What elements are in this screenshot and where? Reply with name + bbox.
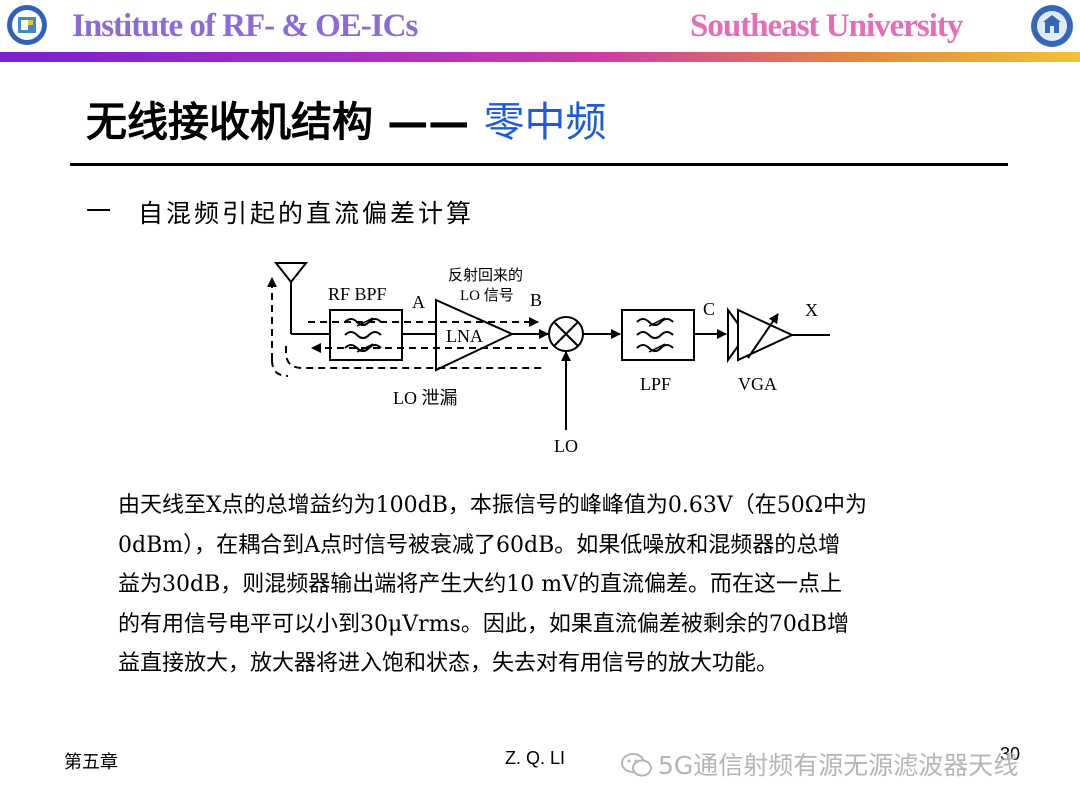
header-color-bar	[0, 52, 1080, 62]
bullet-dash: 一	[86, 197, 112, 226]
watermark: 5G通信射频有源无源滤波器天线	[620, 746, 1018, 782]
footer-page-number: 30	[1000, 744, 1021, 764]
section-subtitle: 自混频引起的直流偏差计算	[138, 199, 475, 228]
receiver-block-diagram: RF BPF A 反射回来的 LO 信号 B LNA C X LPF VGA L…	[267, 262, 830, 456]
lna-block	[435, 298, 515, 372]
wechat-icon	[621, 753, 652, 777]
lpf-block	[621, 309, 695, 361]
antenna-icon	[273, 262, 309, 334]
vga-block	[727, 306, 795, 364]
university-emblem	[1030, 4, 1074, 48]
lo-leak-path	[267, 277, 289, 377]
title-underline	[70, 163, 1008, 166]
rf-bpf-label: RF BPF	[328, 284, 387, 304]
lo-label: LO	[554, 436, 578, 456]
point-c-label: C	[703, 299, 715, 319]
university-title: Southeast University	[690, 8, 963, 44]
left-logo	[6, 4, 48, 46]
mixer-icon	[548, 316, 584, 352]
paragraph-line: 由天线至X点的总增益约为100dB，本振信号的峰峰值为0.63V（在50Ω中为	[118, 493, 868, 518]
point-x-label: X	[805, 300, 818, 320]
paragraph-line: 益为30dB，则混频器输出端将产生大约10 mV的直流偏差。而在这一点上	[118, 572, 842, 597]
point-a-label: A	[412, 292, 425, 312]
lo-leak-label: LO 泄漏	[393, 388, 458, 408]
reflected-lo-label-line2: LO 信号	[460, 287, 514, 304]
lna-label: LNA	[446, 326, 483, 346]
paragraph-line: 0dBm），在耦合到A点时信号被衰减了60dB。如果低噪放和混频器的总增	[118, 532, 841, 558]
footer-author: Z. Q. LI	[505, 748, 566, 768]
watermark-text: 5G通信射频有源无源滤波器天线	[658, 751, 1019, 780]
institute-title: Institute of RF- & OE-ICs	[72, 8, 418, 44]
slide-title-main: 无线接收机结构 ——	[86, 98, 484, 146]
paragraph-line: 的有用信号电平可以小到30μVrms。因此，如果直流偏差被剩余的70dB增	[118, 611, 850, 637]
paragraph-line: 益直接放大，放大器将进入饱和状态，失去对有用信号的放大功能。	[118, 651, 779, 676]
reflected-lo-label-line1: 反射回来的	[448, 267, 523, 284]
rf-bpf-block	[329, 309, 403, 361]
explanation-paragraph: 由天线至X点的总增益约为100dB，本振信号的峰峰值为0.63V（在50Ω中为 …	[118, 486, 998, 684]
footer-chapter: 第五章	[64, 752, 118, 773]
lpf-label: LPF	[640, 374, 671, 394]
slide-title: 无线接收机结构 —— 零中频	[86, 88, 607, 148]
reflected-lo-path	[285, 317, 548, 369]
slide-title-highlight: 零中频	[483, 98, 607, 146]
vga-label: VGA	[738, 374, 777, 394]
point-b-label: B	[530, 290, 542, 310]
